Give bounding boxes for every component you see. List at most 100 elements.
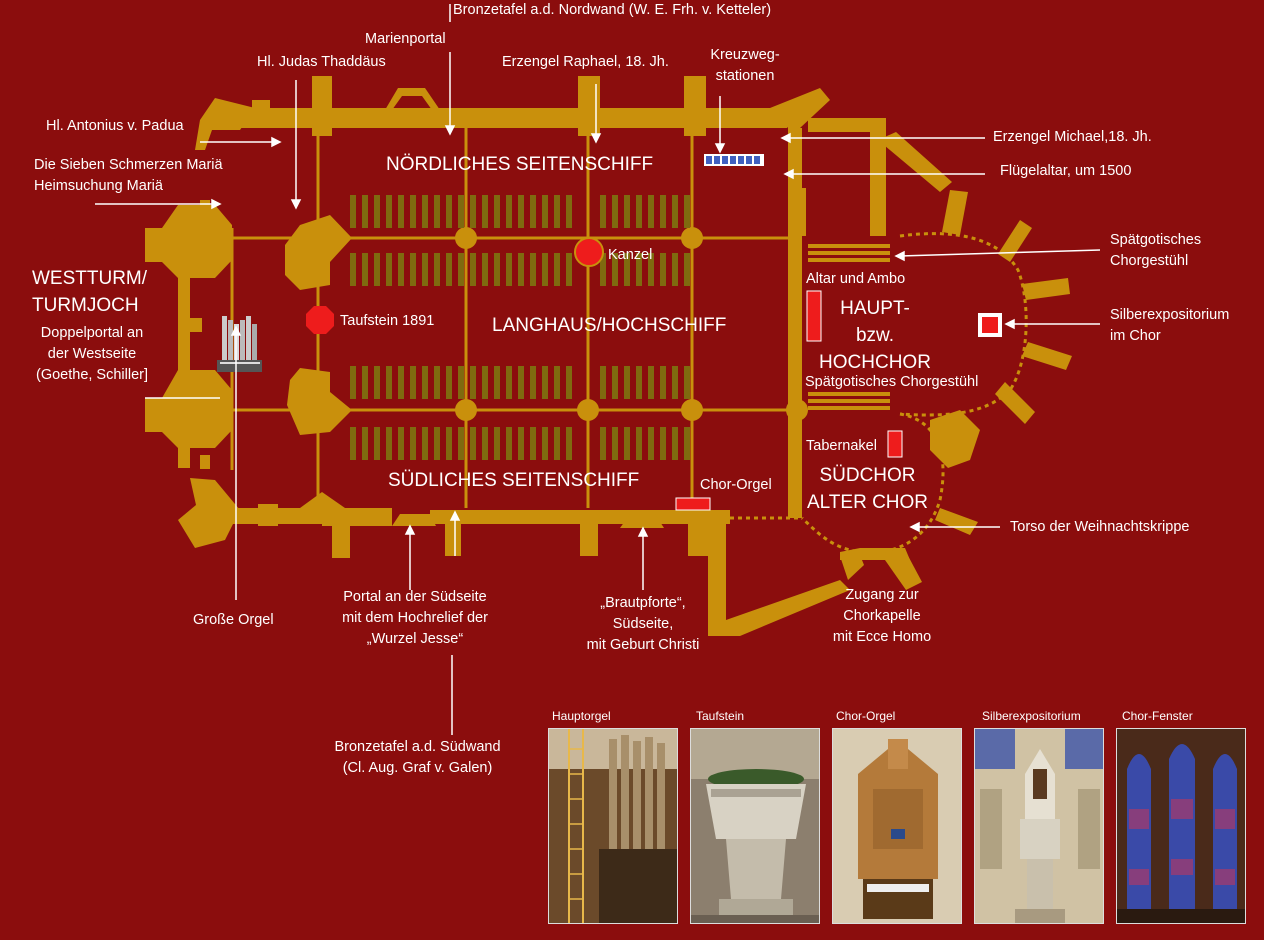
window-photo[interactable] <box>1116 728 1246 924</box>
pew <box>422 427 428 460</box>
pew <box>422 366 428 399</box>
room-westturm: WESTTURM/TURMJOCH <box>32 268 148 316</box>
pew <box>362 427 368 460</box>
label-marienportal: Marienportal <box>365 31 446 47</box>
pew <box>612 366 618 399</box>
pew <box>566 366 572 399</box>
pew <box>530 253 536 286</box>
pew <box>446 195 452 228</box>
pew <box>684 253 690 286</box>
pew <box>386 195 392 228</box>
pew <box>542 427 548 460</box>
room-hauptchor: HAUPT-bzw.HOCHCHOR <box>819 298 931 373</box>
label-bronzetafel-sued: Bronzetafel a.d. Südwand(Cl. Aug. Graf v… <box>334 739 501 776</box>
pew <box>410 253 416 286</box>
pew <box>446 253 452 286</box>
pew <box>494 366 500 399</box>
pew <box>530 195 536 228</box>
outer-walls <box>178 76 968 636</box>
pew <box>386 366 392 399</box>
pew <box>660 195 666 228</box>
thumb-caption-hauptorgel: Hauptorgel <box>552 709 611 723</box>
label-fluegelaltar: Flügelaltar, um 1500 <box>1000 163 1132 179</box>
pew <box>648 366 654 399</box>
pew <box>612 427 618 460</box>
pew <box>374 427 380 460</box>
pew <box>374 195 380 228</box>
pew <box>660 366 666 399</box>
pew <box>350 253 356 286</box>
pew <box>660 427 666 460</box>
organ-photo[interactable] <box>548 728 678 924</box>
taufstein-marker <box>306 306 334 334</box>
pew <box>434 366 440 399</box>
pew <box>542 366 548 399</box>
piers <box>285 215 808 435</box>
thumb-caption-chor-orgel: Chor-Orgel <box>836 709 896 723</box>
label-antonius: Hl. Antonius v. Padua <box>46 118 184 134</box>
room-south-aisle: SÜDLICHES SEITENSCHIFF <box>388 470 640 491</box>
pew <box>600 366 606 399</box>
label-altar-ambo: Altar und Ambo <box>806 271 906 287</box>
pew <box>398 253 404 286</box>
highlight-items <box>217 154 1002 511</box>
pew <box>566 427 572 460</box>
font-photo[interactable] <box>690 728 820 924</box>
pew <box>458 195 464 228</box>
label-kanzel: Kanzel <box>608 247 653 263</box>
pew <box>624 366 630 399</box>
pew <box>684 427 690 460</box>
pew <box>612 195 618 228</box>
pew <box>386 427 392 460</box>
kreuzweg-marker <box>704 154 764 166</box>
label-michael: Erzengel Michael,18. Jh. <box>993 129 1152 145</box>
pew <box>624 427 630 460</box>
thumb-caption-chor-fenster: Chor-Fenster <box>1122 709 1193 723</box>
pew <box>410 366 416 399</box>
pew <box>410 195 416 228</box>
pew <box>648 253 654 286</box>
pew <box>470 195 476 228</box>
pew <box>648 195 654 228</box>
pew <box>434 427 440 460</box>
label-bronzetafel-nord: Bronzetafel a.d. Nordwand (W. E. Frh. v.… <box>453 2 772 18</box>
thumb-caption-taufstein: Taufstein <box>696 709 745 723</box>
monstrance-photo[interactable] <box>974 728 1104 924</box>
pew <box>482 366 488 399</box>
pew <box>530 427 536 460</box>
pew <box>374 366 380 399</box>
pew <box>648 427 654 460</box>
pew <box>554 427 560 460</box>
label-raphael: Erzengel Raphael, 18. Jh. <box>502 54 669 70</box>
altar-marker <box>806 290 822 342</box>
pew <box>446 366 452 399</box>
pew <box>506 366 512 399</box>
pew <box>672 366 678 399</box>
pew <box>422 253 428 286</box>
pew <box>398 427 404 460</box>
pew <box>482 195 488 228</box>
choir-organ-photo[interactable] <box>832 728 962 924</box>
pew <box>530 366 536 399</box>
pew <box>398 195 404 228</box>
thumb-caption-silberexpositorium: Silberexpositorium <box>982 709 1081 723</box>
pew <box>554 366 560 399</box>
pew <box>410 427 416 460</box>
pew <box>446 427 452 460</box>
pew <box>672 427 678 460</box>
pew <box>518 253 524 286</box>
label-brautpforte: „Brautpforte“,Südseite,mit Geburt Christ… <box>586 595 700 653</box>
pew <box>506 427 512 460</box>
label-chor-orgel: Chor-Orgel <box>700 477 772 493</box>
kanzel-marker <box>574 237 604 267</box>
choir-stalls <box>808 244 890 410</box>
pew <box>684 195 690 228</box>
label-taufstein: Taufstein 1891 <box>340 313 435 329</box>
pew <box>482 427 488 460</box>
pew <box>422 195 428 228</box>
